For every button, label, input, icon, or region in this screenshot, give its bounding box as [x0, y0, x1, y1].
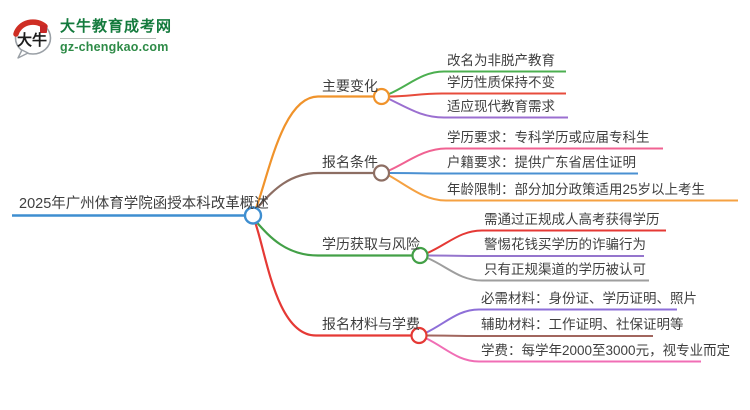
branch-node-toggle-3[interactable]: [411, 246, 429, 265]
branch-line-1: [254, 95, 374, 209]
branch-label-3: 学历获取与风险: [322, 236, 420, 252]
child-line-1-1: [388, 70, 566, 95]
child-label-3-2: 警惕花钱买学历的诈骗行为: [484, 237, 646, 252]
branch-line-3: [254, 220, 412, 257]
branch-label-4: 报名材料与学费: [322, 316, 420, 332]
branch-line-4: [253, 221, 411, 337]
branch-node-toggle-2[interactable]: [372, 164, 391, 182]
child-label-4-3: 学费：每学年2000至3000元，视专业而定: [481, 343, 731, 358]
child-line-4-1: [426, 308, 677, 334]
child-line-2-2: [389, 172, 638, 175]
logo-text-block: 大牛教育成考网 gz-chengkao.com: [60, 18, 173, 54]
logo-red-arc: [13, 19, 48, 37]
child-label-2-2: 户籍要求：提供广东省居住证明: [447, 155, 636, 170]
child-label-1-2: 学历性质保持不变: [447, 75, 555, 90]
logo-subtitle: gz-chengkao.com: [60, 39, 169, 54]
branch-node-toggle-4[interactable]: [410, 326, 428, 345]
child-label-2-1: 学历要求：专科学历或应届专科生: [447, 130, 650, 145]
child-label-2-3: 年龄限制：部分加分政策适用25岁以上考生: [447, 182, 706, 197]
child-line-1-2: [389, 92, 566, 98]
branch-node-toggle-1[interactable]: [372, 87, 391, 106]
logo-title: 大牛教育成考网: [60, 18, 173, 36]
child-line-2-1: [388, 147, 663, 172]
root-node-toggle[interactable]: [243, 206, 263, 225]
child-label-4-1: 必需材料：身份证、学历证明、照片: [481, 291, 697, 306]
child-line-1-3: [388, 98, 568, 119]
site-logo[interactable]: 大牛 大牛教育成考网 gz-chengkao.com: [12, 12, 172, 60]
child-label-3-3: 只有正规渠道的学历被认可: [484, 262, 646, 277]
child-line-3-1: [427, 229, 666, 254]
child-label-1-1: 改名为非脱产教育: [447, 53, 555, 68]
branch-line-2: [254, 171, 374, 211]
daniu-logo-icon: 大牛: [13, 19, 52, 59]
logo-seal: [40, 25, 47, 33]
child-line-3-3: [427, 257, 649, 282]
child-line-3-2: [427, 254, 644, 257]
child-line-4-3: [426, 337, 701, 363]
logo-bubble-tail: [17, 49, 29, 59]
logo-mark-text: 大牛: [17, 31, 47, 49]
logo-divider: [60, 37, 156, 39]
branch-label-1: 主要变化: [322, 78, 378, 94]
child-label-4-2: 辅助材料：工作证明、社保证明等: [481, 317, 684, 332]
child-line-4-2: [426, 334, 653, 337]
child-label-3-1: 需通过正规成人高考获得学历: [484, 212, 660, 227]
branch-label-2: 报名条件: [322, 154, 378, 170]
root-node-label: 2025年广州体育学院函授本科改革概述: [19, 196, 269, 212]
child-label-1-3: 适应现代教育需求: [447, 99, 555, 114]
child-line-2-3: [388, 174, 738, 202]
